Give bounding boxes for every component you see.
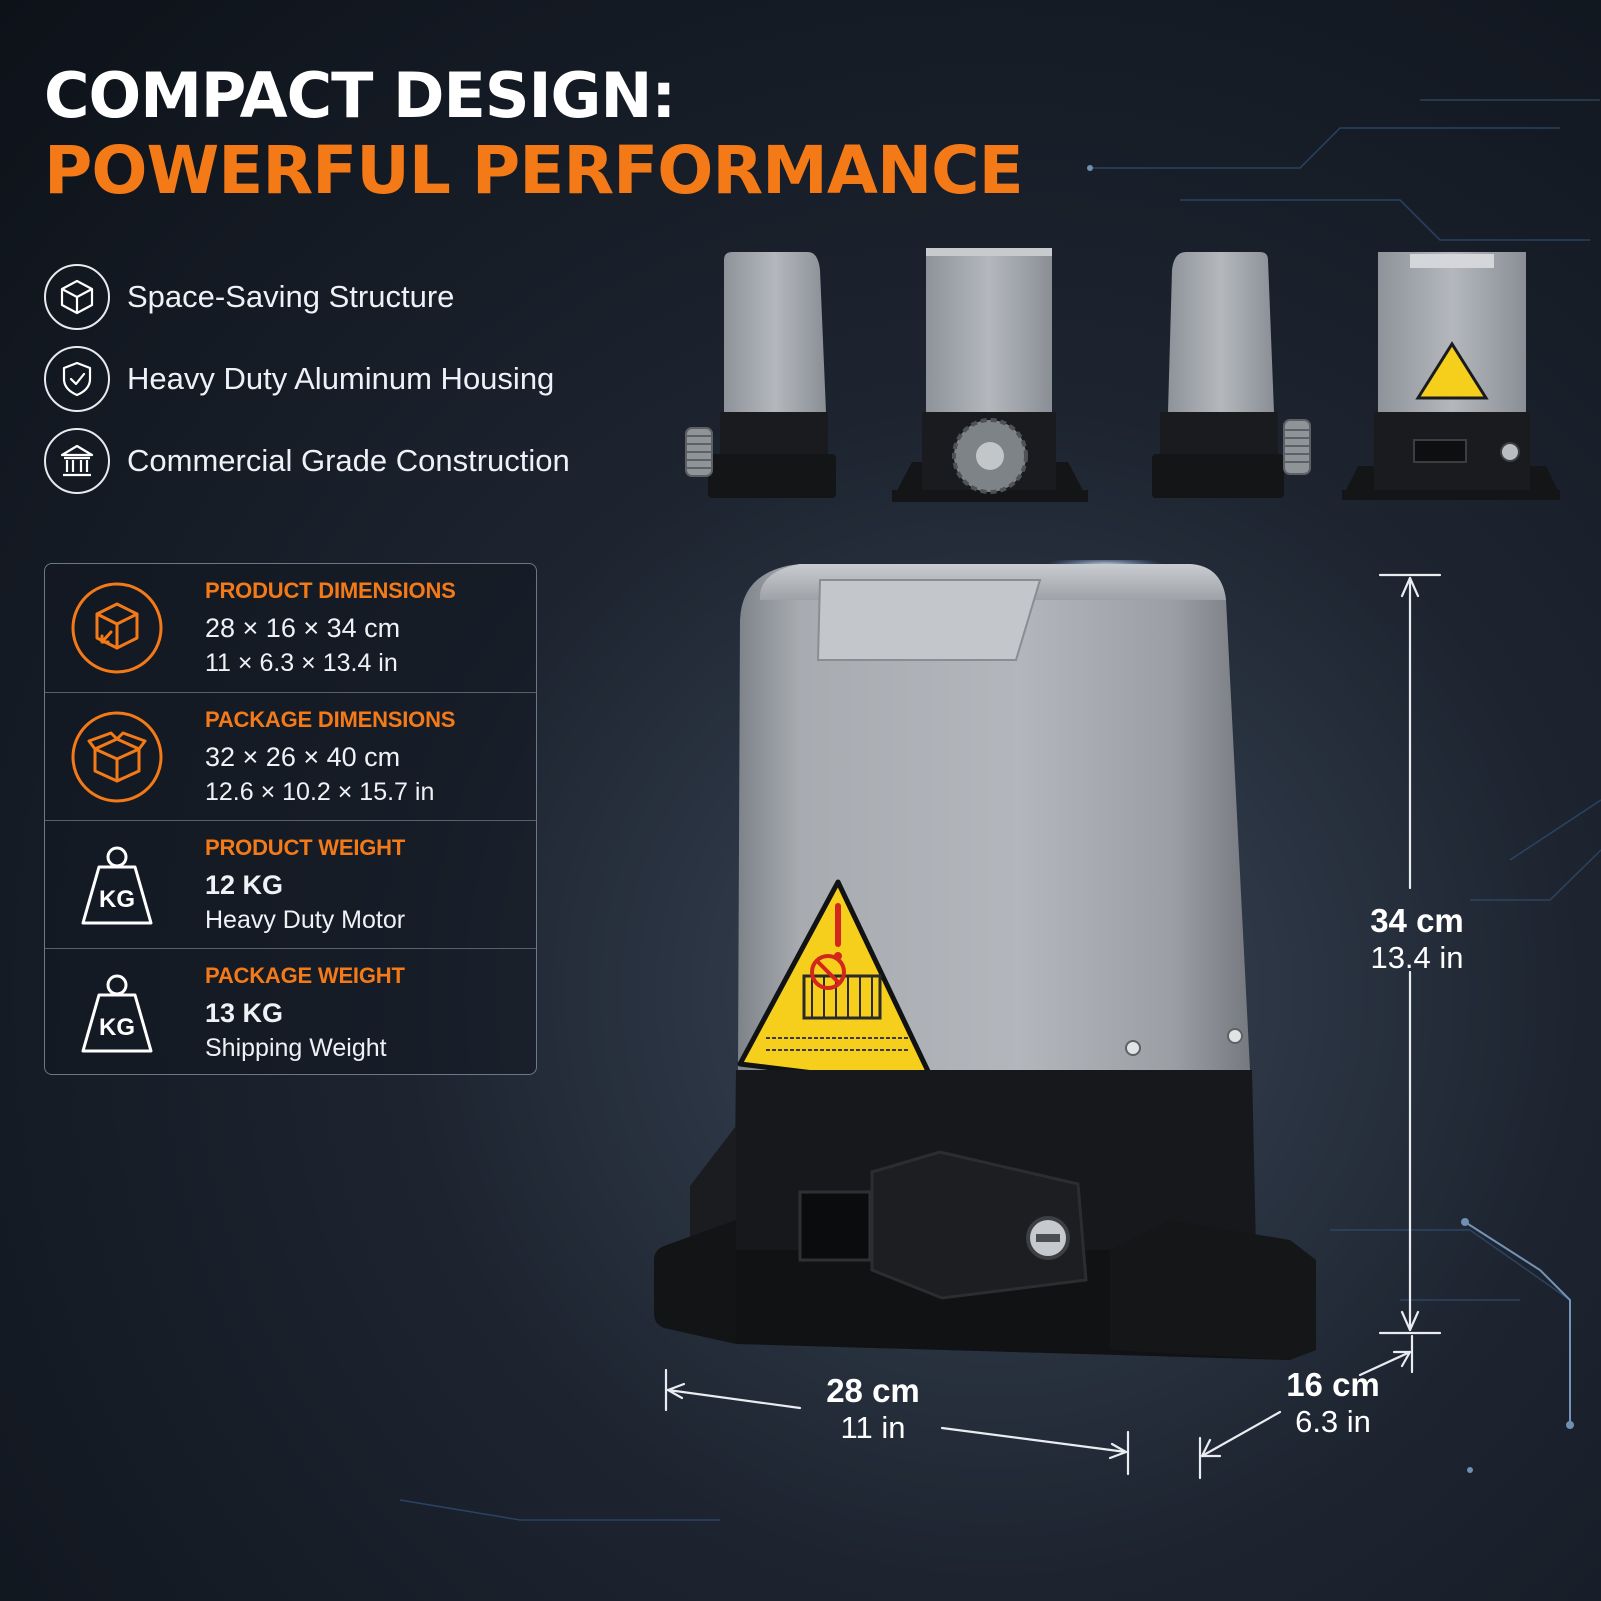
dimension-depth-label: 16 cm 6.3 in xyxy=(1268,1366,1398,1440)
gear-icon xyxy=(952,418,1028,494)
spec-row-package-weight: KG PACKAGE WEIGHT 13 KG Shipping Weight xyxy=(45,948,536,1077)
dimension-height-imperial: 13.4 in xyxy=(1370,940,1464,975)
feature-item-commercial-grade: Commercial Grade Construction xyxy=(44,420,644,502)
gear-icon xyxy=(685,427,713,477)
no-entry-icon xyxy=(810,954,846,990)
motor-base xyxy=(654,1070,1316,1360)
gear-icon xyxy=(1283,419,1311,475)
spec-table: PRODUCT DIMENSIONS 28 × 16 × 34 cm 11 × … xyxy=(44,563,537,1075)
dimension-height-metric: 34 cm xyxy=(1370,902,1464,939)
product-views xyxy=(685,248,1560,502)
weight-icon-text: KG xyxy=(99,1014,135,1041)
headline-line-1: COMPACT DESIGN: xyxy=(44,59,676,132)
headline-line-2: POWERFUL PERFORMANCE xyxy=(44,132,1024,209)
spec-title: PACKAGE DIMENSIONS xyxy=(205,707,456,732)
dimension-height-label: 34 cm 13.4 in xyxy=(1352,902,1482,976)
product-main-image xyxy=(654,560,1316,1360)
spec-value-weight: 12 KG xyxy=(205,870,284,900)
headline: COMPACT DESIGN: POWERFUL PERFORMANCE xyxy=(44,59,1024,210)
spec-value-metric: 32 × 26 × 40 cm xyxy=(205,742,401,772)
feature-label: Commercial Grade Construction xyxy=(127,443,570,478)
product-view-front xyxy=(1342,252,1560,500)
dimension-width-label: 28 cm 11 in xyxy=(803,1372,943,1446)
dimension-depth-imperial: 6.3 in xyxy=(1295,1404,1371,1439)
shield-check-icon xyxy=(44,346,110,412)
weight-icon-text: KG xyxy=(99,886,135,913)
lock-icon xyxy=(1500,442,1520,462)
spec-title: PRODUCT WEIGHT xyxy=(205,835,406,860)
product-view-back xyxy=(892,248,1088,502)
spec-value-metric: 28 × 16 × 34 cm xyxy=(205,613,401,643)
spec-row-product-dimensions: PRODUCT DIMENSIONS 28 × 16 × 34 cm 11 × … xyxy=(45,564,536,692)
feature-label: Space-Saving Structure xyxy=(127,279,455,314)
spec-row-product-weight: KG PRODUCT WEIGHT 12 KG Heavy Duty Motor xyxy=(45,820,536,949)
dimension-width-imperial: 11 in xyxy=(840,1410,906,1445)
feature-item-space-saving: Space-Saving Structure xyxy=(44,256,644,338)
dimension-width-metric: 28 cm xyxy=(826,1372,920,1409)
product-view-side-right xyxy=(1152,252,1311,498)
warning-icon xyxy=(1415,341,1489,400)
spec-value-note: Heavy Duty Motor xyxy=(205,906,406,934)
spec-value-weight: 13 KG xyxy=(205,998,284,1028)
spec-title: PRODUCT DIMENSIONS xyxy=(205,578,456,603)
product-view-side-left xyxy=(685,252,836,498)
box-dimensions-icon xyxy=(71,582,163,674)
dimension-depth-metric: 16 cm xyxy=(1286,1366,1380,1403)
spec-value-imperial: 11 × 6.3 × 13.4 in xyxy=(205,649,398,677)
feature-list: Space-Saving Structure Heavy Duty Alumin… xyxy=(44,256,644,502)
cube-icon xyxy=(44,264,110,330)
spec-value-note: Shipping Weight xyxy=(205,1034,387,1062)
spec-row-package-dimensions: PACKAGE DIMENSIONS 32 × 26 × 40 cm 12.6 … xyxy=(45,692,536,821)
feature-label: Heavy Duty Aluminum Housing xyxy=(127,361,555,396)
kg-weight-icon: KG xyxy=(81,846,153,925)
kg-weight-icon: KG xyxy=(81,974,153,1053)
building-columns-icon xyxy=(44,428,110,494)
spec-title: PACKAGE WEIGHT xyxy=(205,963,405,988)
spec-value-imperial: 12.6 × 10.2 × 15.7 in xyxy=(205,778,435,806)
open-package-icon xyxy=(71,711,163,803)
feature-item-aluminum-housing: Heavy Duty Aluminum Housing xyxy=(44,338,644,420)
